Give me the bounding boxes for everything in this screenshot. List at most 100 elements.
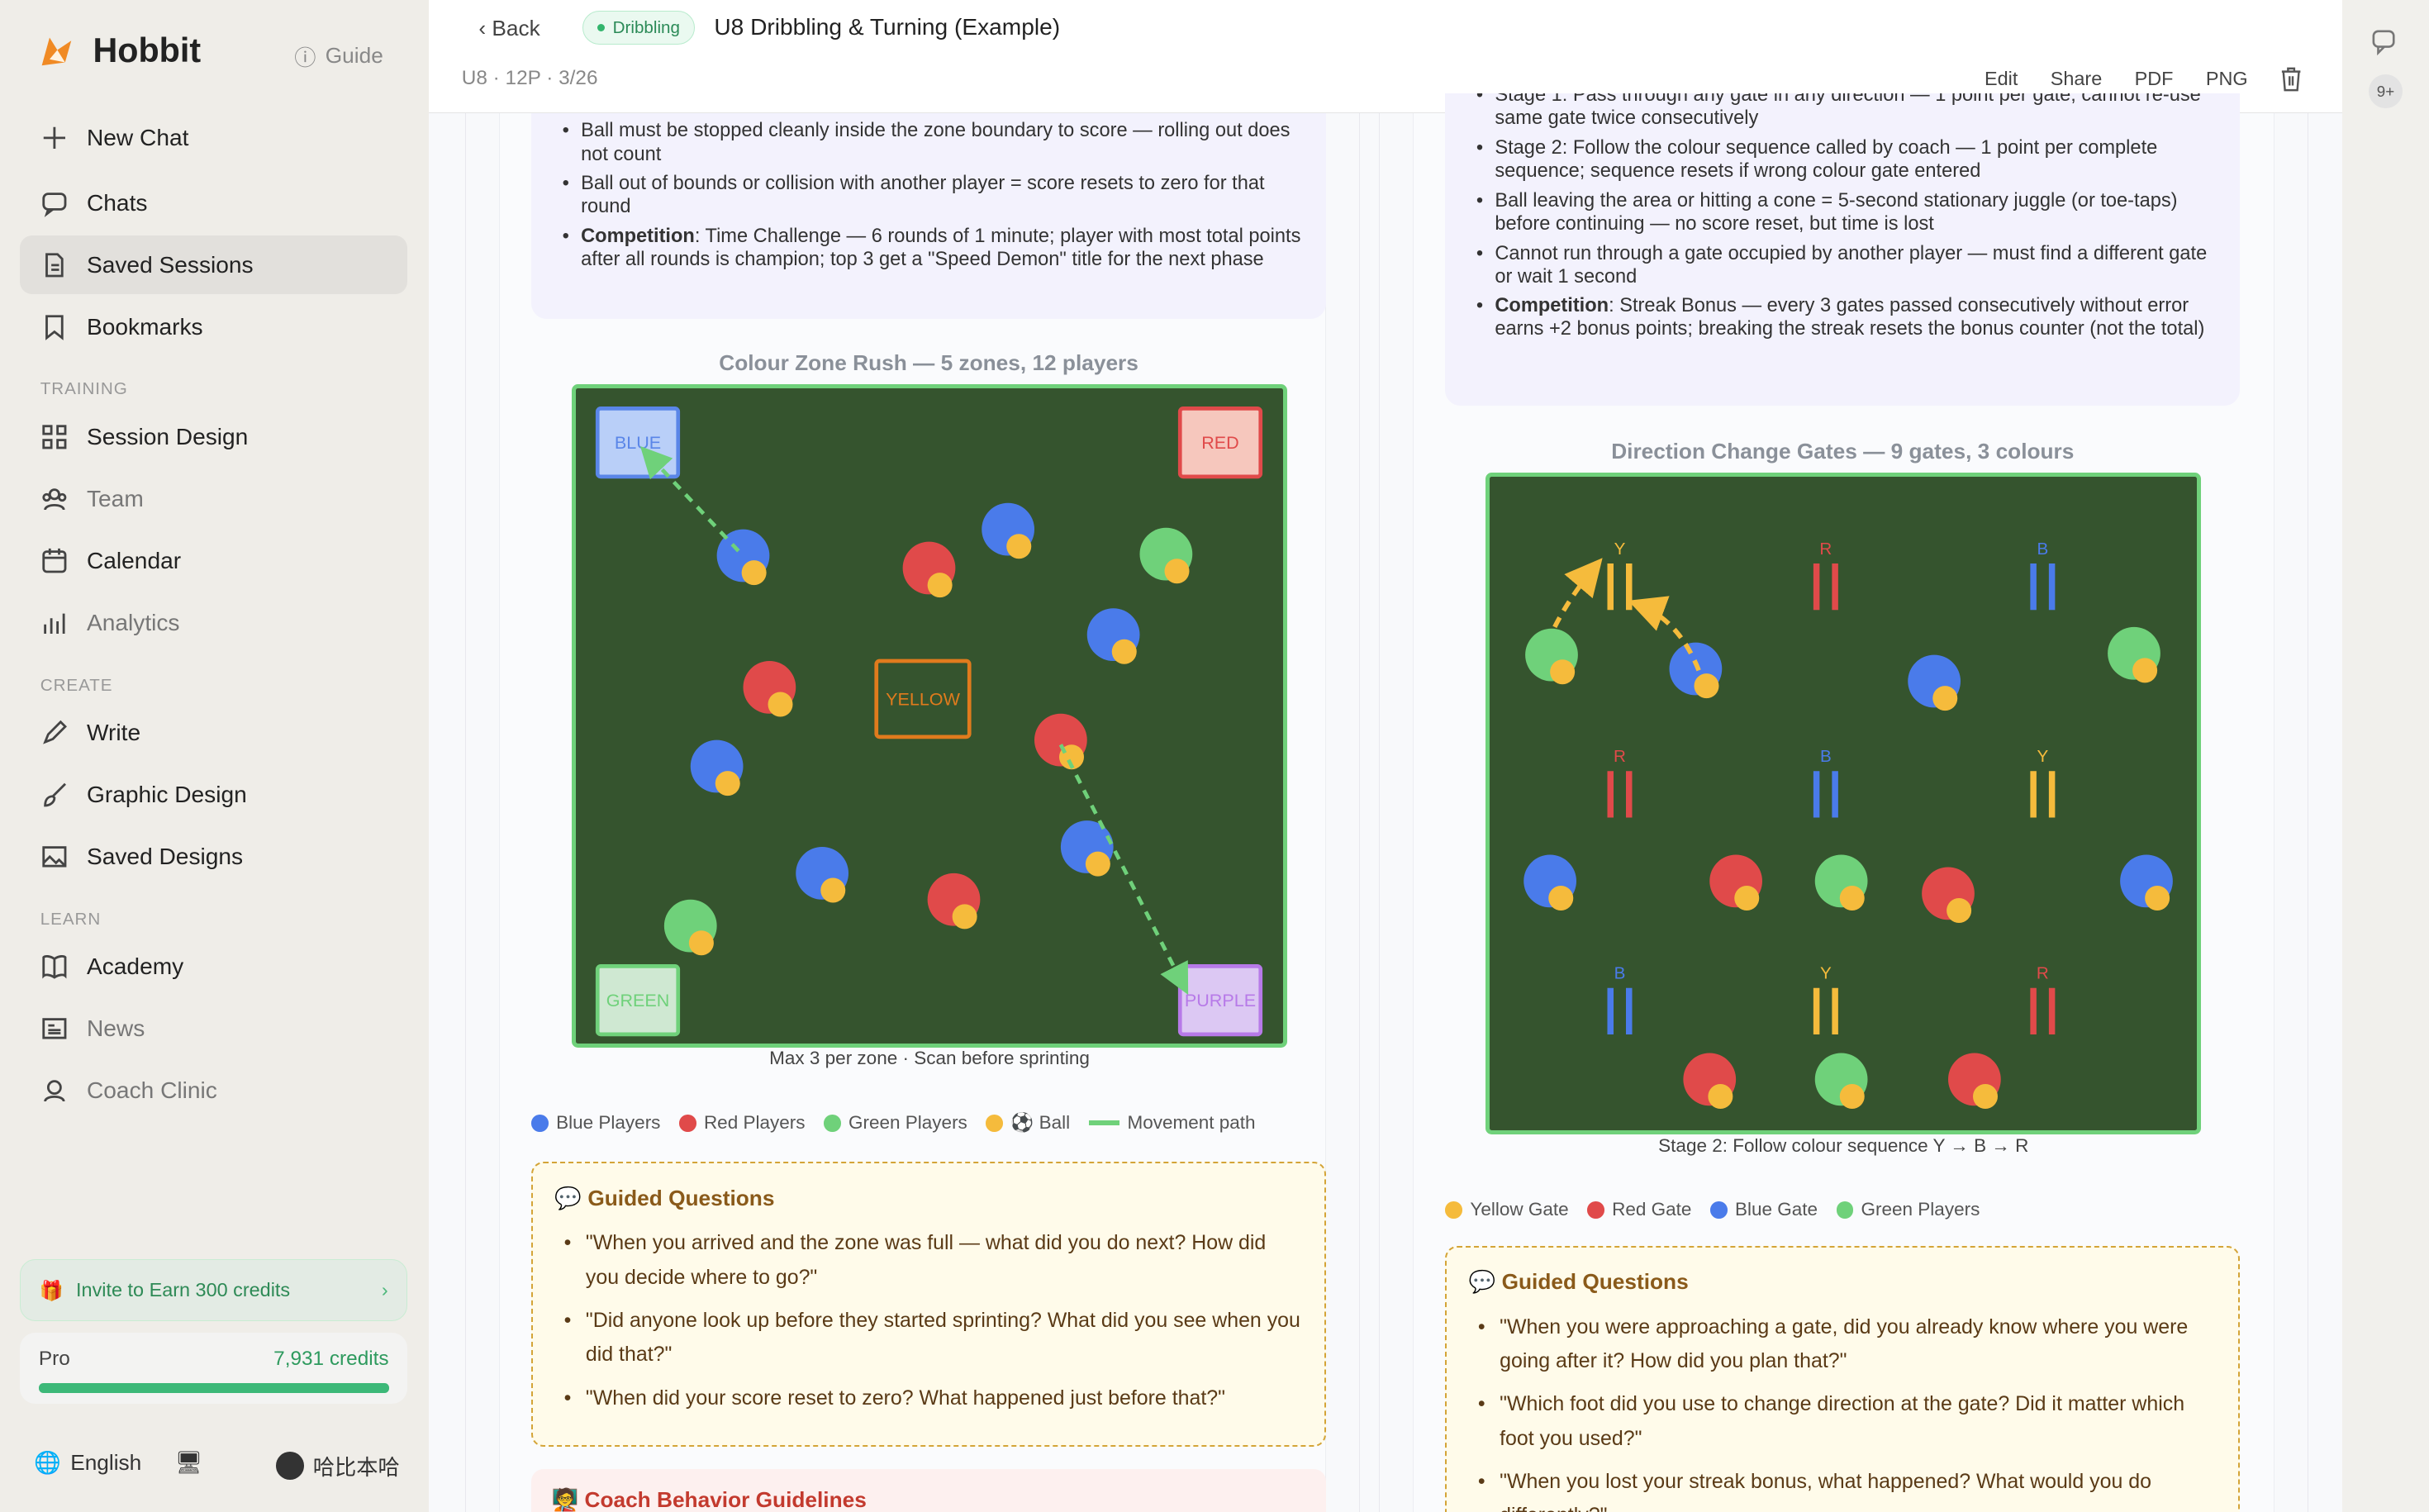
notification-badge[interactable]: 9+ <box>2368 74 2403 109</box>
sidebar-item-academy[interactable]: Academy <box>20 937 407 996</box>
back-label: Back <box>492 15 540 40</box>
ball <box>1947 897 1972 923</box>
movement-path <box>639 446 740 553</box>
credits-count: 7,931 credits <box>273 1348 389 1371</box>
tag-label: Dribbling <box>612 17 680 37</box>
ball <box>2145 885 2170 911</box>
comments-icon[interactable] <box>2372 28 2400 56</box>
question-item: "When did your score reset to zero? What… <box>554 1381 1302 1415</box>
zone-label-green: GREEN <box>606 990 670 1010</box>
share-button[interactable]: Share <box>2050 68 2103 90</box>
trash-icon[interactable] <box>2280 67 2302 92</box>
sidebar-item-calendar[interactable]: Calendar <box>20 531 407 590</box>
chevron-right-icon: › <box>381 1279 388 1301</box>
nav-label: Calendar <box>87 547 182 573</box>
question-item: "When you arrived and the zone was full … <box>554 1226 1302 1295</box>
gate-post <box>1832 563 1838 611</box>
session-meta: U8 · 12P · 3/26 <box>461 66 598 89</box>
sidebar-item-coach-clinic[interactable]: Coach Clinic <box>20 1061 407 1120</box>
question-item: "When you lost your streak bonus, what h… <box>1469 1465 2217 1512</box>
guide-label: Guide <box>325 43 383 69</box>
question-item: "Which foot did you use to change direct… <box>1469 1387 2217 1456</box>
guided-questions-box: 💬 Guided Questions "When you were approa… <box>1445 1245 2241 1512</box>
nav-label: Write <box>87 719 141 745</box>
sidebar-item-write[interactable]: Write <box>20 703 407 762</box>
gate-post <box>1626 771 1633 818</box>
sidebar-item-session-design[interactable]: Session Design <box>20 407 407 466</box>
guided-questions-box: 💬 Guided Questions "When you arrived and… <box>531 1162 1326 1448</box>
monitor-icon: 🖥 <box>174 1450 203 1475</box>
edit-button[interactable]: Edit <box>1985 68 2018 90</box>
zone-purple <box>1177 964 1262 1037</box>
gate-post <box>1626 563 1633 611</box>
diagram-legend: Blue Players Red Players Green Players ⚽… <box>531 1112 1256 1134</box>
language-selector[interactable]: 🌐English <box>34 1450 141 1476</box>
brush-icon <box>43 782 66 807</box>
gate-label: R <box>1820 540 1832 559</box>
nav-label: New Chat <box>87 124 189 150</box>
rule-item: Competition: Streak Bonus — every 3 gate… <box>1476 294 2218 340</box>
sidebar-item-bookmarks[interactable]: Bookmarks <box>20 297 407 356</box>
sidebar-item-saved-sessions[interactable]: Saved Sessions <box>20 235 408 295</box>
brand-name: Hobbit <box>93 31 202 70</box>
sidebar-item-saved-designs[interactable]: Saved Designs <box>20 827 407 886</box>
pdf-button[interactable]: PDF <box>2134 68 2174 90</box>
display-toggle[interactable]: 🖥 <box>175 1450 202 1476</box>
png-button[interactable]: PNG <box>2205 68 2248 90</box>
question-item: "Did anyone look up before they started … <box>554 1304 1302 1372</box>
movement-path <box>1552 558 1603 629</box>
credits-progress-bar <box>38 1383 389 1393</box>
brand-logo[interactable]: Hobbit <box>37 31 201 72</box>
nav-label: Academy <box>87 953 184 979</box>
header-actions: Edit Share PDF PNG <box>1985 67 2302 92</box>
rule-item: Competition: Time Challenge — 6 rounds o… <box>563 225 1305 271</box>
user-profile[interactable]: 哈比本哈 <box>275 1450 400 1481</box>
ball <box>2132 658 2158 683</box>
book-icon <box>42 955 67 979</box>
ball <box>1111 639 1137 664</box>
ball <box>952 904 977 930</box>
grid-icon <box>42 425 67 449</box>
ball <box>1548 885 1574 911</box>
gate-post <box>1832 987 1838 1034</box>
ball <box>688 930 714 956</box>
rule-item: Ball must be stopped cleanly inside the … <box>563 119 1305 165</box>
sidebar-item-analytics[interactable]: Analytics <box>20 593 407 652</box>
gate-post <box>2049 771 2056 818</box>
gate-post <box>1607 771 1614 818</box>
ball <box>1708 1083 1733 1109</box>
guide-link[interactable]: ⓘ Guide <box>294 40 383 72</box>
gate-label: B <box>1614 963 1626 982</box>
rule-item: Cannot run through a gate occupied by an… <box>1476 242 2218 288</box>
sidebar-item-chats[interactable]: Chats <box>20 174 407 232</box>
plus-icon <box>43 126 65 149</box>
sidebar-item-new-chat[interactable]: New Chat <box>20 108 407 167</box>
diagram-title: Colour Zone Rush — 5 zones, 12 players <box>719 349 1138 375</box>
help-icon: ⓘ <box>294 45 316 70</box>
ball <box>1550 659 1576 685</box>
right-rules-box: Stage 1: Pass through any gate in any di… <box>1445 93 2241 407</box>
sidebar-item-team[interactable]: Team <box>20 469 407 528</box>
gate-label: Y <box>2037 747 2049 766</box>
zone-label-purple: PURPLE <box>1185 990 1256 1010</box>
sidebar-item-graphic-design[interactable]: Graphic Design <box>20 765 407 824</box>
sidebar-item-news[interactable]: News <box>20 999 407 1058</box>
gate-post <box>2049 987 2056 1034</box>
gate-post <box>1813 563 1820 611</box>
zone-yellow <box>874 659 972 739</box>
invite-banner[interactable]: 🎁Invite to Earn 300 credits› <box>20 1259 408 1322</box>
back-button[interactable]: ‹ Back <box>478 16 540 41</box>
diagram-title: Direction Change Gates — 9 gates, 3 colo… <box>1611 438 2075 464</box>
bar-chart-icon <box>43 613 65 634</box>
ball <box>1085 851 1110 877</box>
gate-label: B <box>1820 747 1832 766</box>
nav-label: Coach Clinic <box>87 1077 217 1103</box>
left-rules-box: Ball must be stopped cleanly inside the … <box>531 112 1326 320</box>
bookmark-icon <box>45 315 64 340</box>
avatar <box>275 1452 304 1480</box>
question-item: "When you were approaching a gate, did y… <box>1469 1310 2217 1379</box>
zone-label-blue: BLUE <box>615 432 661 453</box>
diagram-caption: Max 3 per zone · Scan before sprinting <box>769 1047 1090 1068</box>
